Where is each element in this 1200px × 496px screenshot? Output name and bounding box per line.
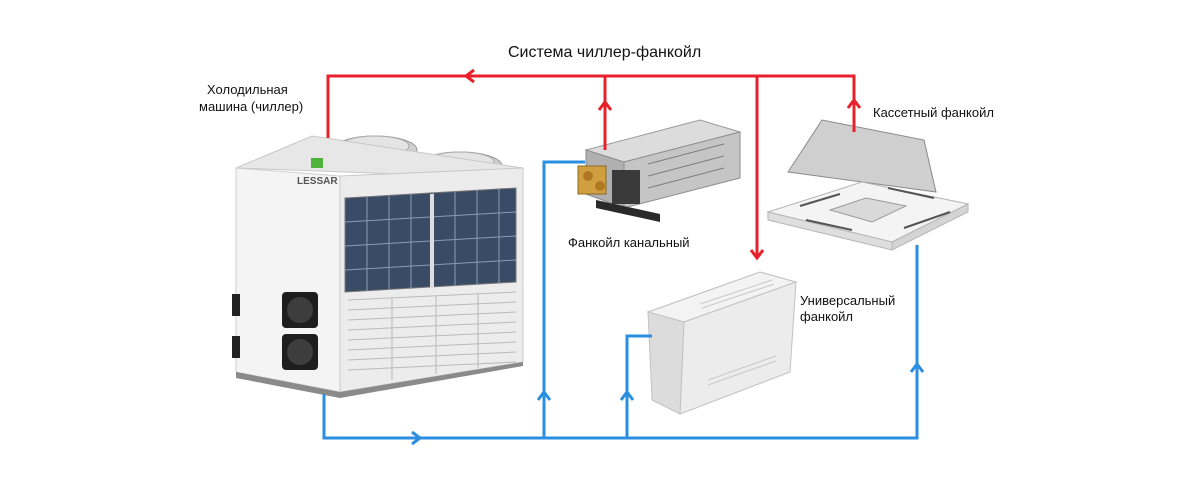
universal-fancoil-unit bbox=[646, 271, 798, 415]
chiller-coil bbox=[344, 187, 517, 293]
duct-fancoil-label: Фанкойл канальный bbox=[568, 235, 690, 250]
universal-fancoil-label-line2: фанкойл bbox=[800, 309, 854, 324]
chiller-label-line2: машина (чиллер) bbox=[199, 99, 304, 114]
diagram-title: Система чиллер-фанкойл bbox=[508, 44, 702, 61]
lessar-logo-icon bbox=[311, 158, 323, 168]
cassette-label: Кассетный фанкойл bbox=[873, 105, 994, 120]
return-line bbox=[322, 160, 919, 440]
cassette-fancoil-unit bbox=[766, 119, 970, 251]
chiller-pipe-ports bbox=[232, 292, 318, 370]
chiller-brand: LESSAR bbox=[297, 176, 338, 187]
supply-arrow-icon bbox=[463, 68, 862, 261]
chiller-unit bbox=[232, 135, 524, 398]
supply-line bbox=[326, 74, 856, 258]
chiller-louvres bbox=[347, 291, 517, 380]
universal-fancoil-label-line1: Универсальный bbox=[800, 293, 896, 308]
chiller-label-line1: Холодильная bbox=[207, 82, 288, 97]
return-arrow-icon bbox=[411, 361, 925, 446]
duct-fancoil-unit bbox=[577, 119, 742, 222]
